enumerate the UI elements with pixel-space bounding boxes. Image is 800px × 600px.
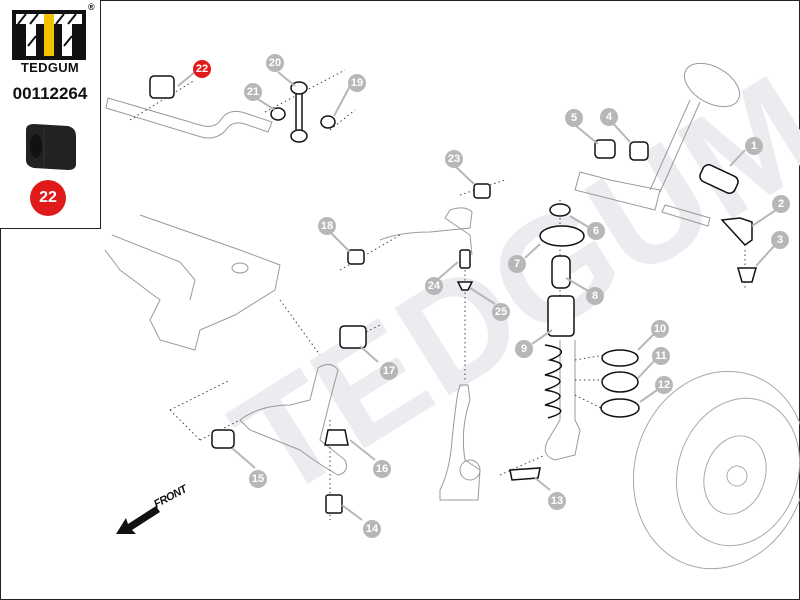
part-19-boot (320, 115, 336, 129)
tie-rod (661, 204, 711, 227)
product-thumbnail (26, 124, 76, 170)
part-2-tie-rod-end (720, 217, 753, 246)
part-8-bump-stop (551, 255, 571, 289)
part-3-boot (737, 267, 757, 283)
callout-4[interactable]: 4 (600, 108, 618, 126)
callout-6[interactable]: 6 (587, 222, 605, 240)
part-22-bushing (149, 75, 175, 99)
callout-23[interactable]: 23 (445, 150, 463, 168)
part-17-bushing (339, 325, 367, 349)
position-badge: 22 (30, 180, 66, 216)
stabilizer-bar (105, 97, 273, 139)
lower-control-arm (239, 364, 347, 476)
callout-22[interactable]: 22 (193, 60, 211, 78)
callout-8[interactable]: 8 (586, 287, 604, 305)
part-25-boot (456, 281, 474, 291)
part-12-spring-seat (600, 398, 640, 418)
callout-25[interactable]: 25 (492, 303, 510, 321)
part-7-top-mount (539, 225, 585, 247)
callout-19[interactable]: 19 (348, 74, 366, 92)
product-info-panel: ® TEDGUM 00112264 22 (0, 0, 101, 229)
part-23-bushing (473, 183, 491, 199)
front-arrow-icon (116, 506, 160, 534)
callout-7[interactable]: 7 (508, 255, 526, 273)
part-9-dust-boot (547, 295, 575, 337)
part-13-bushing (509, 467, 541, 481)
tedgum-logo-icon (12, 10, 86, 60)
wheel (632, 370, 800, 570)
callout-16[interactable]: 16 (373, 460, 391, 478)
callout-21[interactable]: 21 (244, 83, 262, 101)
part-14-ball-joint (325, 494, 343, 514)
spring (544, 344, 562, 419)
part-10-spring-seat (601, 349, 639, 367)
callout-10[interactable]: 10 (651, 320, 669, 338)
shock-absorber (544, 340, 581, 461)
callout-9[interactable]: 9 (515, 340, 533, 358)
subframe (104, 214, 281, 351)
upper-control-arm (379, 207, 473, 256)
part-21-boot (270, 107, 286, 121)
registered-mark: ® (88, 2, 95, 12)
callout-2[interactable]: 2 (772, 195, 790, 213)
part-11-bearing (601, 371, 639, 393)
part-16-boot (324, 429, 349, 446)
part-24-ball-joint (459, 249, 471, 269)
callout-20[interactable]: 20 (266, 54, 284, 72)
callout-13[interactable]: 13 (548, 492, 566, 510)
callout-3[interactable]: 3 (771, 231, 789, 249)
part-4-bushing (629, 141, 649, 161)
callout-12[interactable]: 12 (655, 376, 673, 394)
callout-18[interactable]: 18 (318, 217, 336, 235)
part-1-boot (699, 164, 739, 194)
part-6-bearing (549, 203, 571, 217)
part-number: 00112264 (12, 84, 88, 103)
callout-24[interactable]: 24 (425, 277, 443, 295)
part-5-bushing (594, 139, 616, 159)
steering-knuckle (439, 384, 481, 501)
steering-column (574, 171, 661, 211)
part-15-bushing (211, 429, 235, 449)
callout-11[interactable]: 11 (652, 347, 670, 365)
callout-5[interactable]: 5 (565, 109, 583, 127)
callout-1[interactable]: 1 (745, 137, 763, 155)
brand-name: TEDGUM (20, 60, 80, 75)
callout-15[interactable]: 15 (249, 470, 267, 488)
part-18-bushing (347, 249, 365, 265)
callout-14[interactable]: 14 (363, 520, 381, 538)
callout-17[interactable]: 17 (380, 362, 398, 380)
